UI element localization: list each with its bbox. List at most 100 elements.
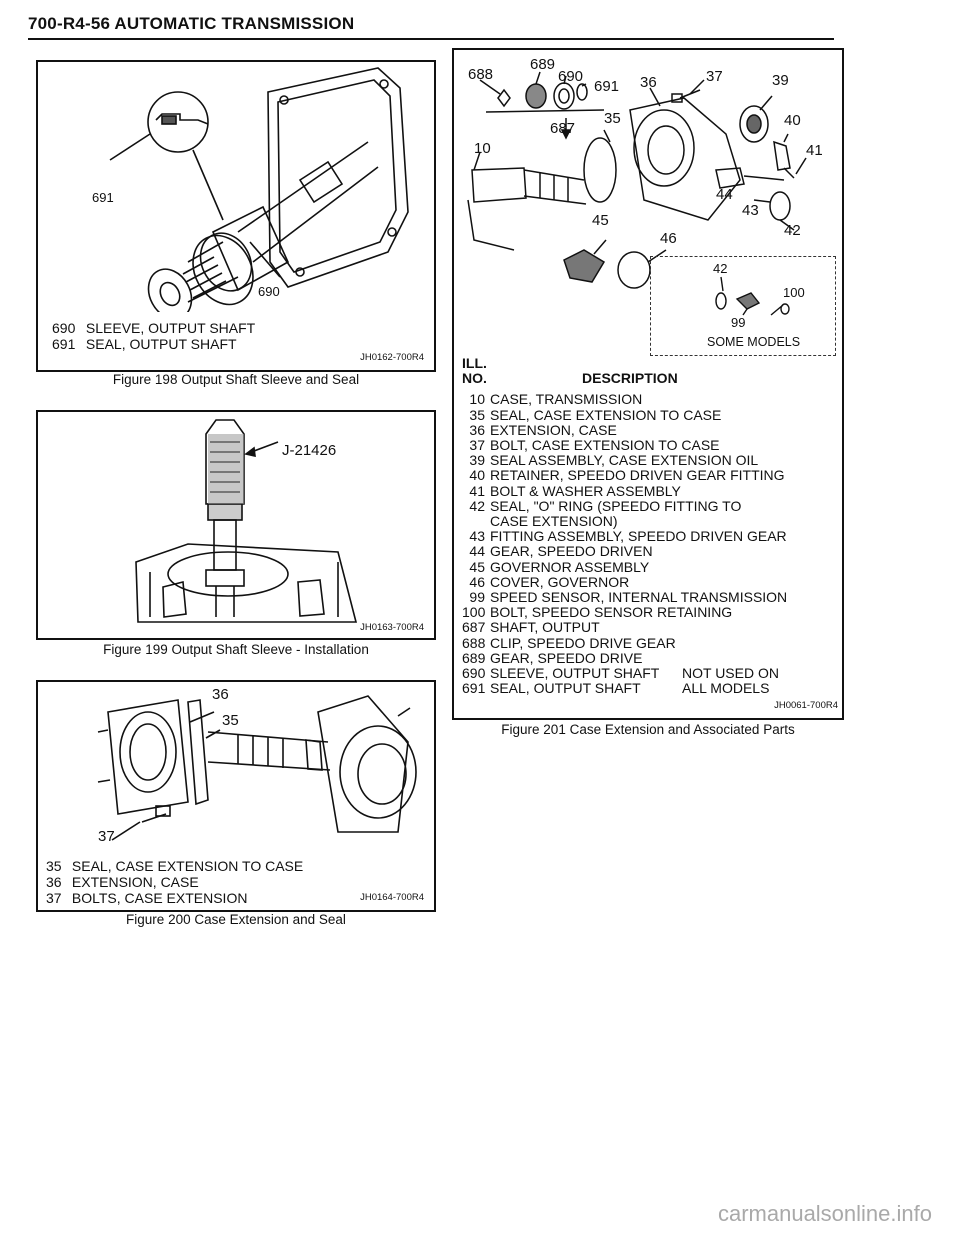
figure-198-illustration <box>109 67 409 312</box>
row-number: 41 <box>469 482 485 499</box>
table-row: 44 GEAR, SPEEDO DRIVEN <box>462 544 842 559</box>
fig199-tool-label: J-21426 <box>282 442 337 459</box>
row-description: EXTENSION, CASE <box>490 421 617 438</box>
fig200-label-35: 35 <box>222 712 239 729</box>
row-note: ALL MODELS <box>682 680 770 697</box>
fig200-caption: Figure 200 Case Extension and Seal <box>126 912 346 927</box>
table-row: CASE EXTENSION) <box>462 513 842 530</box>
fig201-label-44: 44 <box>716 186 733 203</box>
table-row: 36 EXTENSION, CASE <box>462 421 842 438</box>
row-description: SPEED SENSOR, INTERNAL TRANSMISSION <box>490 589 788 606</box>
table-head-no: NO. <box>462 370 487 387</box>
row-number: 100 <box>462 604 486 621</box>
table-row: 41 BOLT & WASHER ASSEMBLY <box>462 482 842 499</box>
row-number: 10 <box>469 391 485 408</box>
fig201-inset-label-100: 100 <box>783 285 805 300</box>
fig201-label-39: 39 <box>772 72 789 89</box>
table-row: 37 BOLT, CASE EXTENSION TO CASE <box>462 437 842 454</box>
table-row: 45 GOVERNOR ASSEMBLY <box>462 558 842 575</box>
row-number: 691 <box>462 680 486 697</box>
row-description: BOLT, SPEEDO SENSOR RETAINING <box>490 604 733 621</box>
fig201-label-10: 10 <box>474 140 491 157</box>
table-row: 99 SPEED SENSOR, INTERNAL TRANSMISSION <box>462 589 842 606</box>
row-number: 43 <box>469 528 485 545</box>
row-description: FITTING ASSEMBLY, SPEEDO DRIVEN GEAR <box>490 528 787 545</box>
figure-200-frame: 36 35 37 35 SEAL, CASE EXTENSION TO CASE… <box>36 680 436 912</box>
fig201-label-42: 42 <box>784 222 801 239</box>
table-row: 43 FITTING ASSEMBLY, SPEEDO DRIVEN GEAR <box>462 529 842 544</box>
fig198-caption: Figure 198 Output Shaft Sleeve and Seal <box>112 372 360 387</box>
figure-198-frame: 691 690 690 SLEEVE, OUTPUT SHAFT 691 SEA… <box>36 60 436 372</box>
row-number <box>462 514 485 529</box>
row-number: 99 <box>469 589 485 606</box>
table-row: 35 SEAL, CASE EXTENSION TO CASE <box>462 406 842 423</box>
fig201-inset-note: SOME MODELS <box>707 335 801 349</box>
fig201-label-40: 40 <box>784 112 801 129</box>
row-description: SEAL, OUTPUT SHAFT <box>490 680 641 697</box>
row-description: SEAL ASSEMBLY, CASE EXTENSION OIL <box>490 452 759 469</box>
row-description: BOLT, CASE EXTENSION TO CASE <box>490 437 720 454</box>
fig201-label-687: 687 <box>550 120 576 137</box>
row-number: 37 <box>469 437 485 454</box>
row-number: 40 <box>469 467 485 484</box>
row-number: 44 <box>469 543 485 560</box>
row-note: NOT USED ON <box>682 665 779 682</box>
fig199-code: JH0163-700R4 <box>360 622 424 633</box>
fig201-label-691: 691 <box>594 78 620 95</box>
fig198-label-691: 691 <box>92 190 114 205</box>
row-description: GEAR, SPEEDO DRIVEN <box>490 543 653 560</box>
row-description: SEAL, CASE EXTENSION TO CASE <box>490 406 722 423</box>
page-header: 700-R4-56 AUTOMATIC TRANSMISSION <box>28 14 355 33</box>
fig201-label-688: 688 <box>468 66 494 83</box>
fig198-label-690: 690 <box>258 284 280 299</box>
fig201-label-46: 46 <box>660 230 677 247</box>
row-number: 690 <box>462 665 486 682</box>
row-number: 42 <box>469 497 485 514</box>
fig201-inset-some-models: 42 100 99 SOME MODELS <box>650 256 836 356</box>
fig201-inset-label-99: 99 <box>731 315 746 330</box>
row-number: 45 <box>469 558 485 575</box>
fig201-label-689: 689 <box>530 56 556 73</box>
row-number: 35 <box>469 406 485 423</box>
table-head-desc: DESCRIPTION <box>582 370 678 387</box>
header-rule <box>28 38 834 40</box>
watermark: carmanualsonline.info <box>717 1201 932 1226</box>
figure-201-illustration <box>467 71 807 289</box>
row-description: SHAFT, OUTPUT <box>490 619 600 636</box>
figure-200-illustration <box>97 695 417 841</box>
figure-199-illustration <box>135 419 358 623</box>
fig200-label-36: 36 <box>212 686 229 703</box>
fig201-label-35: 35 <box>604 110 621 127</box>
row-description: GOVERNOR ASSEMBLY <box>490 558 650 575</box>
row-description: CASE EXTENSION) <box>490 513 618 530</box>
fig199-caption: Figure 199 Output Shaft Sleeve - Install… <box>103 642 369 657</box>
row-description: SEAL, "O" RING (SPEEDO FITTING TO <box>490 497 742 514</box>
row-number: 687 <box>462 619 486 636</box>
row-description: SLEEVE, OUTPUT SHAFT <box>490 665 660 682</box>
fig201-label-41: 41 <box>806 142 823 159</box>
fig201-inset-illustration <box>715 276 790 316</box>
table-head-row: NO. DESCRIPTION <box>462 371 842 386</box>
fig198-legend-row: 690 SLEEVE, OUTPUT SHAFT <box>52 320 256 336</box>
row-description: BOLT & WASHER ASSEMBLY <box>490 482 681 499</box>
fig200-label-37: 37 <box>98 828 115 845</box>
fig198-legend: 690 SLEEVE, OUTPUT SHAFT 691 SEAL, OUTPU… <box>52 320 255 352</box>
table-head-ill: ILL. <box>462 355 487 371</box>
row-number: 36 <box>469 421 485 438</box>
fig200-legend-row: 36 EXTENSION, CASE <box>46 874 199 890</box>
fig200-code: JH0164-700R4 <box>360 892 424 903</box>
row-description: CLIP, SPEEDO DRIVE GEAR <box>490 634 676 651</box>
fig198-code: JH0162-700R4 <box>360 352 424 363</box>
row-number: 688 <box>462 634 486 651</box>
fig201-label-43: 43 <box>742 202 759 219</box>
fig201-caption: Figure 201 Case Extension and Associated… <box>501 722 795 737</box>
fig200-legend-row: 37 BOLTS, CASE EXTENSION <box>46 890 248 906</box>
